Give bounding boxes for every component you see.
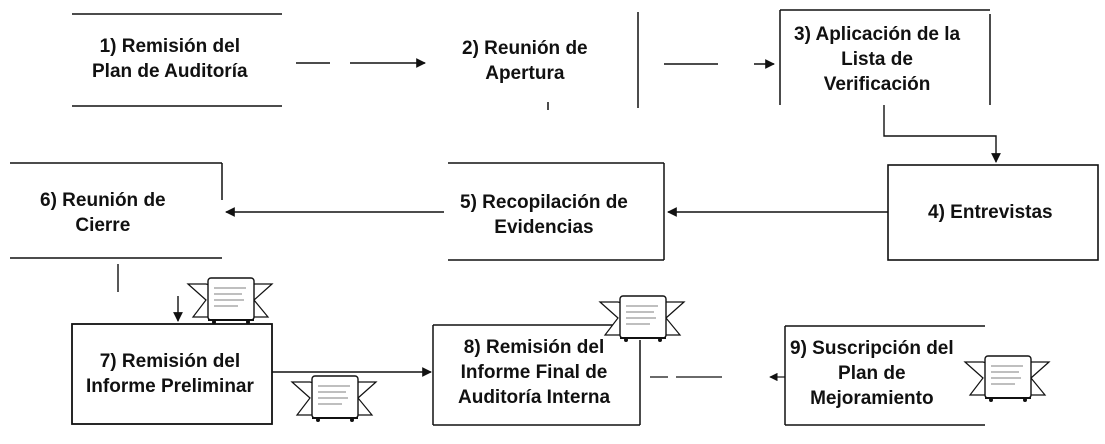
document-stamp-icon (964, 355, 1050, 403)
step-6-box (10, 162, 223, 259)
step-2-box (547, 12, 639, 110)
step-1-box (72, 13, 282, 107)
step-8-box (432, 324, 641, 426)
document-stamp-icon (291, 375, 377, 423)
step-5-box (448, 162, 665, 261)
document-stamp-icon (187, 277, 273, 325)
step-3-box (779, 9, 991, 105)
document-stamp-icon (599, 295, 685, 343)
step-7-box (71, 323, 273, 425)
step-4-label: 4) Entrevistas (928, 202, 1053, 223)
connector-6-7 (117, 264, 183, 322)
step-9-box (784, 325, 985, 426)
connector-3-4 (883, 105, 1001, 163)
